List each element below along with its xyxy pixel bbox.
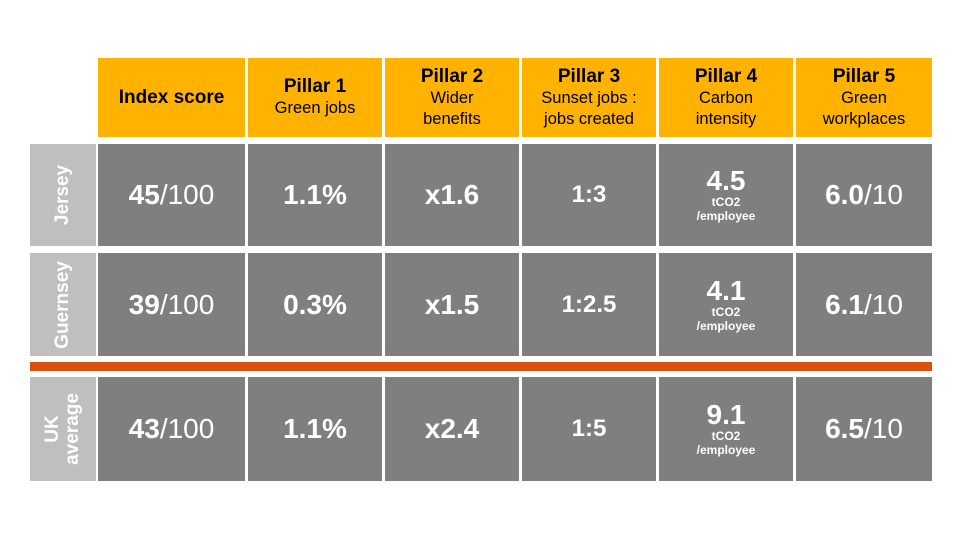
section-divider	[30, 362, 932, 371]
score-number: 39	[128, 288, 160, 320]
pillar-1-value: 1.1%	[283, 179, 347, 210]
pillar-1-value: 1.1%	[283, 413, 347, 444]
score-total: /100	[159, 288, 215, 320]
row-label-jersey: Jersey	[30, 144, 96, 246]
pillar-5-total: /10	[864, 179, 903, 210]
score-number: 43	[128, 413, 160, 444]
pillar-4-value: 4.1	[706, 274, 746, 306]
pillar-subtitle: jobs created	[544, 109, 634, 128]
pillar-subtitle: Carbon	[698, 88, 754, 107]
cell-pillar-1: 0.3%	[248, 253, 382, 356]
cell-index-score: 45/100	[98, 144, 245, 246]
score-total: /100	[159, 413, 215, 444]
row-label-uk-average: UK average	[30, 377, 96, 481]
pillar-4-unit: tCO2	[711, 304, 741, 319]
pillar-5-value: 6.1/10	[825, 289, 903, 321]
cell-pillar-5: 6.1/10	[796, 253, 932, 356]
row-label-line: average	[62, 393, 83, 465]
pillar-title: Pillar 4	[694, 65, 758, 87]
pillar-subtitle: Green jobs	[274, 99, 356, 117]
pillar-title: Pillar 3	[557, 65, 621, 87]
pillar-subtitle: benefits	[423, 109, 481, 128]
pillar-title: Pillar 2	[420, 65, 484, 87]
pillar-subtitle: Green	[841, 88, 887, 107]
cell-pillar-2: x1.5	[385, 253, 519, 356]
pillar-5-total: /10	[864, 413, 903, 444]
pillar-2-value: x1.6	[424, 179, 480, 210]
pillar-5-value: 6.5/10	[825, 413, 903, 445]
cell-pillar-4: 9.1 tCO2 /employee	[659, 377, 793, 481]
pillar-3-value: 1:3	[571, 181, 607, 208]
cell-index-score: 39/100	[98, 253, 245, 356]
cell-pillar-3: 1:3	[522, 144, 656, 246]
index-score-value: 45/100	[129, 179, 215, 211]
pillar-subtitle: Sunset jobs :	[541, 88, 637, 107]
cell-pillar-3: 1:2.5	[522, 253, 656, 356]
header-index-label: Index score	[118, 86, 225, 108]
cell-pillar-1: 1.1%	[248, 377, 382, 481]
pillar-subtitle: workplaces	[822, 109, 906, 128]
row-label-line: UK	[42, 415, 63, 443]
row-label-text: Jersey	[52, 164, 73, 226]
pillar-2-value: x2.4	[424, 413, 480, 444]
cell-pillar-4: 4.1 tCO2 /employee	[659, 253, 793, 356]
header-pillar-3: Pillar 3 Sunset jobs : jobs created	[522, 58, 656, 137]
header-index-score: Index score	[98, 58, 245, 137]
pillar-5-value: 6.0/10	[825, 179, 903, 211]
pillar-subtitle: Wider	[430, 88, 474, 107]
pillar-4-unit: /employee	[696, 443, 756, 457]
pillar-2-value: x1.5	[424, 288, 480, 320]
pillar-5-number: 6.1	[825, 288, 864, 320]
pillar-3-value: 1:5	[571, 415, 607, 442]
pillar-subtitle: intensity	[695, 109, 757, 128]
pillar-3-value: 1:2.5	[561, 290, 617, 318]
pillar-title: Pillar 5	[832, 65, 896, 87]
index-score-value: 43/100	[129, 413, 215, 445]
cell-pillar-1: 1.1%	[248, 144, 382, 246]
header-pillar-4: Pillar 4 Carbon intensity	[659, 58, 793, 137]
pillar-5-number: 6.0	[825, 179, 864, 210]
cell-pillar-2: x1.6	[385, 144, 519, 246]
header-pillar-5: Pillar 5 Green workplaces	[796, 58, 932, 137]
row-label-text: UK average	[42, 393, 83, 465]
pillar-1-value: 0.3%	[283, 288, 347, 320]
cell-pillar-4: 4.5 tCO2 /employee	[659, 144, 793, 246]
row-label-line: Guernsey	[52, 260, 73, 349]
row-label-text: Guernsey	[52, 260, 73, 349]
cell-pillar-2: x2.4	[385, 377, 519, 481]
score-total: /100	[159, 179, 215, 210]
pillar-4-value: 9.1	[706, 399, 746, 430]
cell-pillar-5: 6.5/10	[796, 377, 932, 481]
pillar-title: Pillar 1	[283, 76, 347, 97]
header-pillar-1: Pillar 1 Green jobs	[248, 58, 382, 137]
pillar-5-number: 6.5	[825, 413, 864, 444]
header-pillar-2: Pillar 2 Wider benefits	[385, 58, 519, 137]
row-label-line: Jersey	[52, 164, 73, 226]
index-score-value: 39/100	[129, 289, 215, 321]
row-label-guernsey: Guernsey	[30, 253, 96, 356]
pillar-4-value: 4.5	[706, 165, 746, 196]
cell-pillar-5: 6.0/10	[796, 144, 932, 246]
pillar-4-unit: tCO2	[711, 429, 741, 443]
score-number: 45	[128, 179, 160, 210]
pillar-4-unit: /employee	[696, 318, 756, 333]
cell-pillar-3: 1:5	[522, 377, 656, 481]
pillar-5-total: /10	[864, 288, 903, 320]
pillar-4-unit: tCO2	[711, 195, 741, 209]
cell-index-score: 43/100	[98, 377, 245, 481]
pillar-4-unit: /employee	[696, 209, 756, 223]
